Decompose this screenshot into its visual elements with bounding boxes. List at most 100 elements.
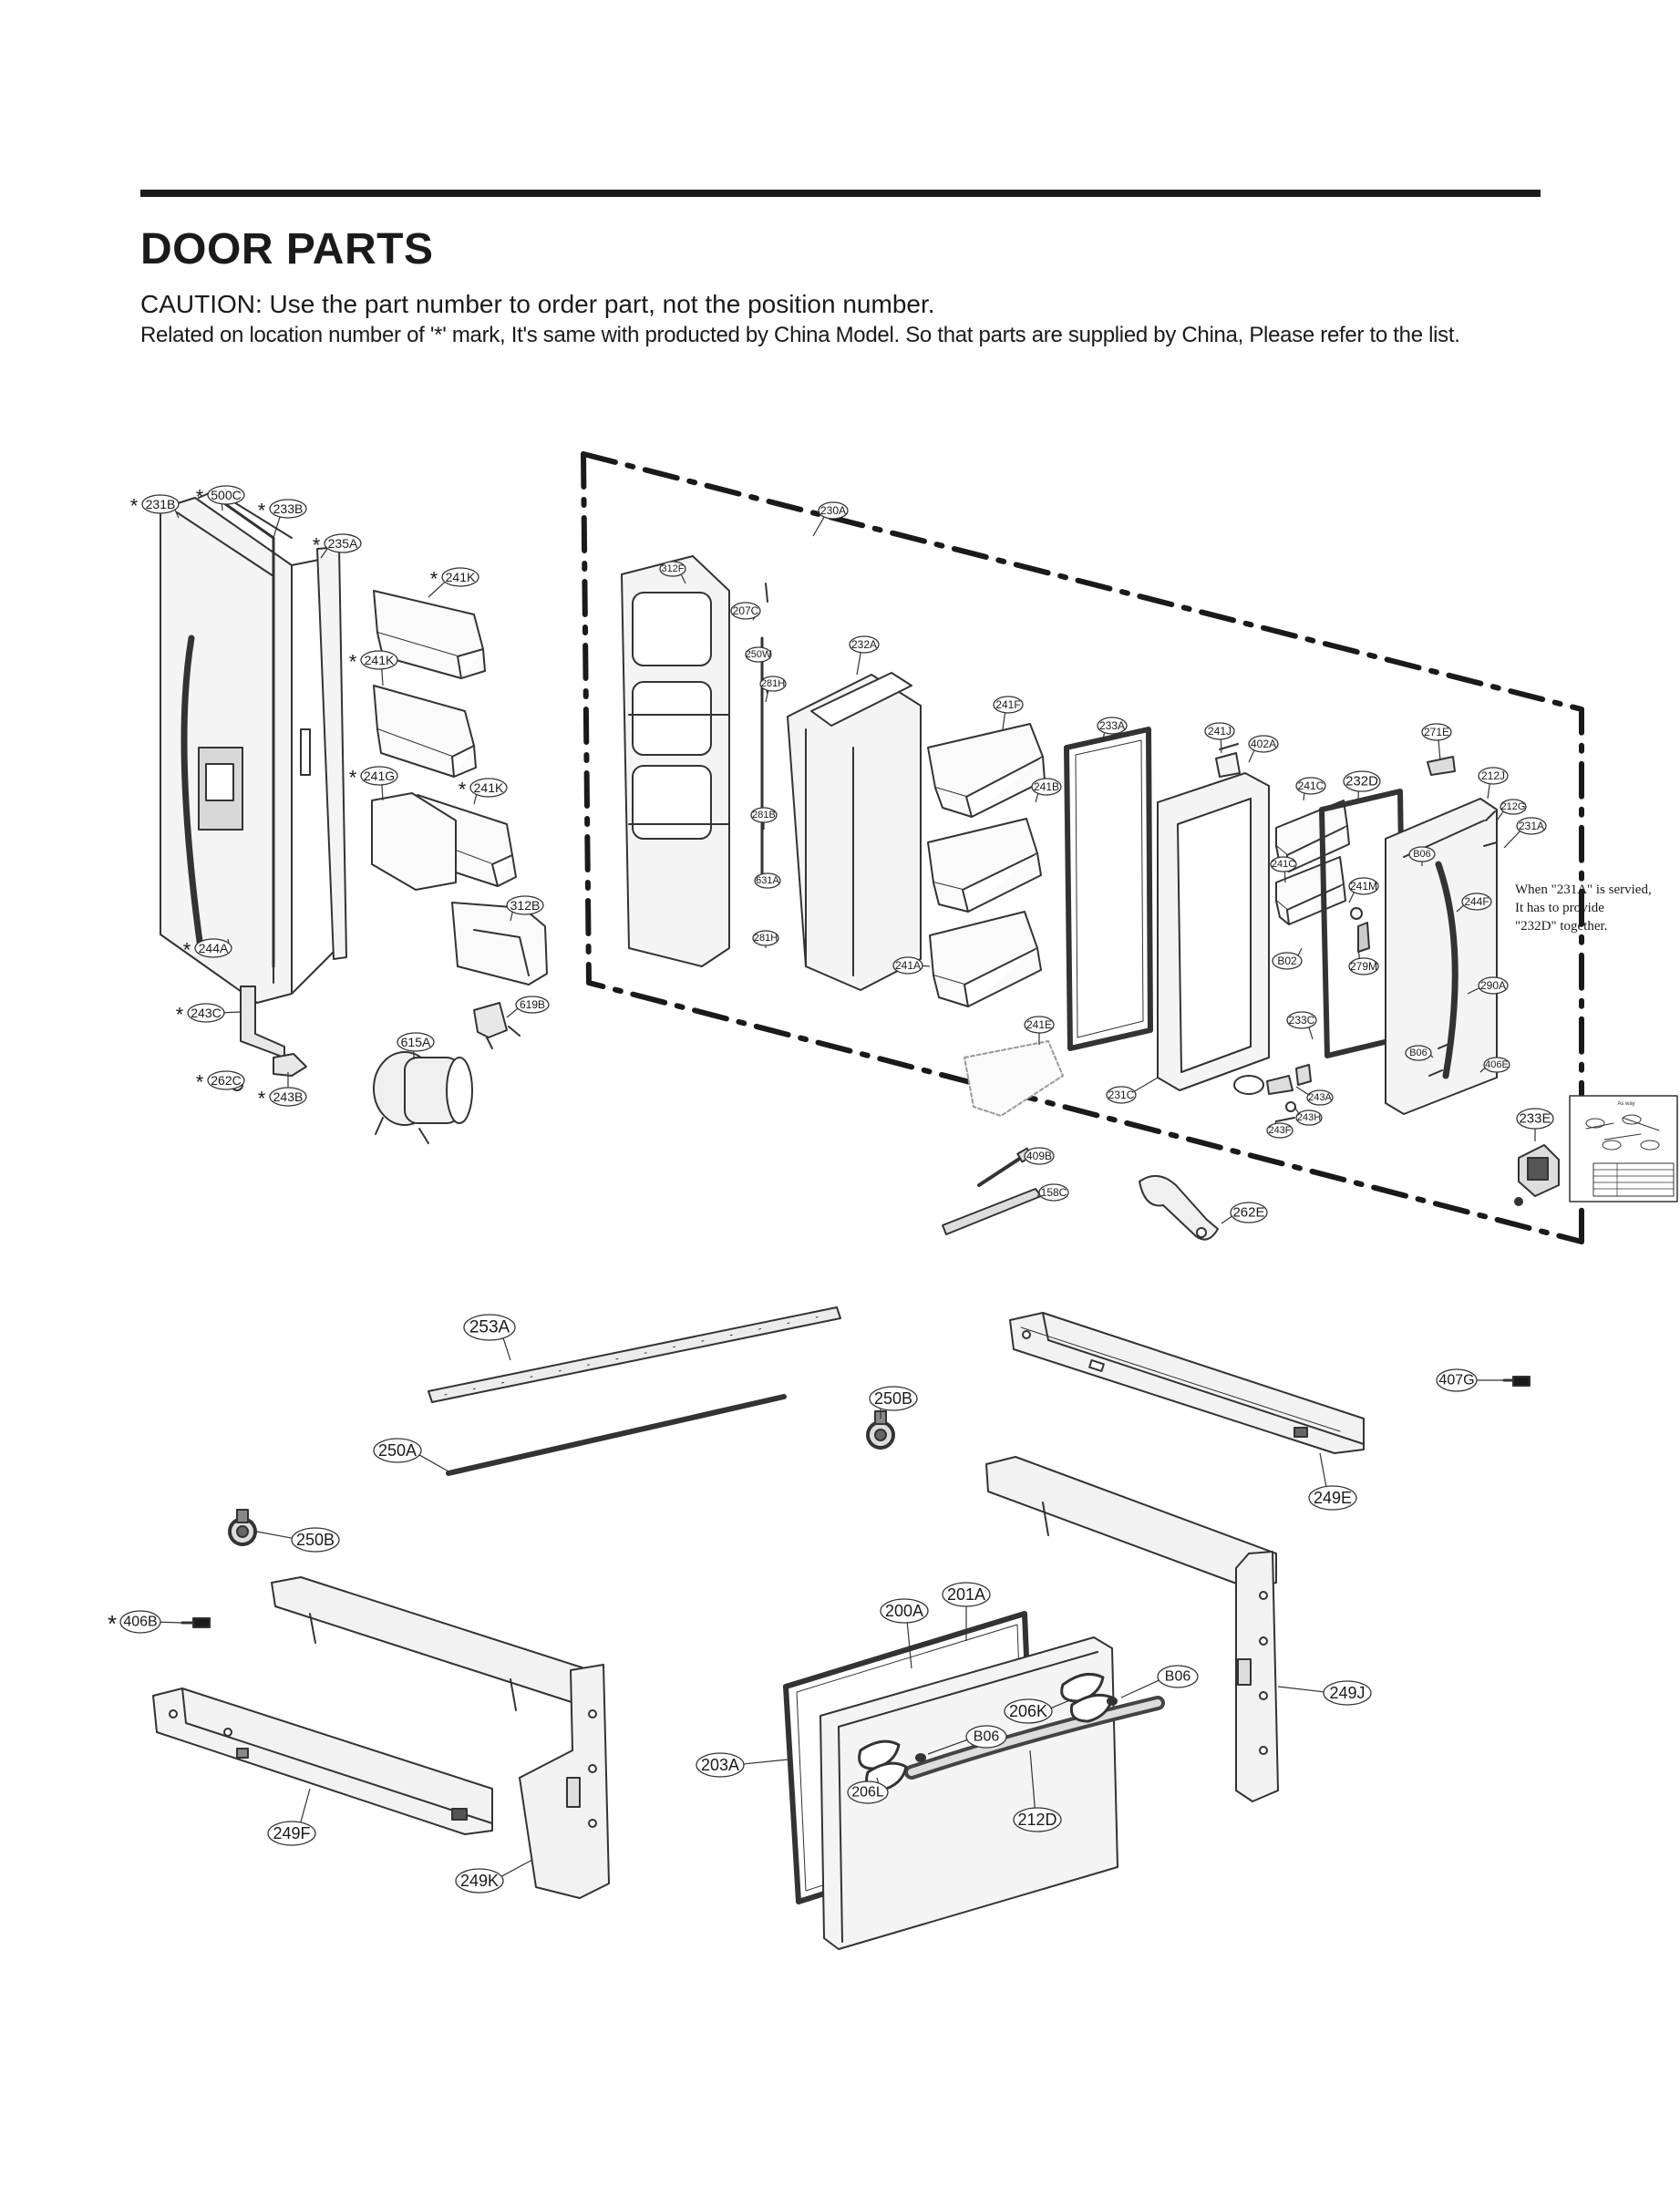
- callout-label: 281B: [752, 810, 776, 820]
- callout-label: B06: [1409, 1048, 1427, 1058]
- callout-label: B06: [1413, 849, 1431, 860]
- callout-balloon: [696, 1752, 745, 1778]
- callout-406b: 406B*: [108, 1610, 161, 1637]
- callout-balloon: [360, 650, 398, 670]
- callout-206k: 206K: [1004, 1698, 1053, 1724]
- callout-label: 231A: [1519, 820, 1544, 832]
- callout-207c: 207C: [730, 602, 761, 620]
- callout-label: 250B: [296, 1531, 335, 1549]
- door-gasket-233A: [1064, 727, 1153, 1051]
- callout-balloon: [119, 1610, 161, 1634]
- china-model-star: *: [196, 1071, 204, 1094]
- leader-line: [1293, 1106, 1300, 1114]
- callout-balloon: [1348, 957, 1379, 975]
- callout-b06: B06: [1408, 846, 1436, 862]
- leader-line: [856, 652, 861, 676]
- callout-label: 233C: [1289, 1014, 1315, 1027]
- callout-label: 500C: [211, 488, 241, 502]
- callout-label: 241G: [364, 769, 395, 783]
- callout-balloon: [847, 1780, 889, 1804]
- callout-balloon: [750, 807, 778, 823]
- callout-balloon: [373, 1438, 422, 1463]
- callout-label: 212D: [1017, 1811, 1056, 1829]
- china-model-star: *: [258, 1088, 266, 1110]
- callout-label: 207C: [733, 604, 759, 617]
- callout-balloon: [1038, 1183, 1069, 1202]
- callout-b06: B06: [965, 1725, 1007, 1749]
- callout-balloon: [1306, 1089, 1334, 1106]
- callout-balloon: [1013, 1807, 1062, 1832]
- leader-line: [922, 965, 931, 967]
- callout-b06: B06: [1405, 1045, 1432, 1061]
- callout-233a: 233A: [1097, 717, 1128, 735]
- callout-label: 241F: [995, 698, 1020, 711]
- callout-balloon: [1270, 856, 1297, 872]
- callout-243h: 243H: [1295, 1109, 1323, 1126]
- leader-line: [273, 516, 281, 539]
- leader-line: [473, 794, 478, 805]
- callout-balloon: [194, 938, 232, 958]
- leader-line: [1479, 1067, 1486, 1073]
- china-model-star: *: [258, 500, 266, 522]
- china-model-star: *: [349, 651, 357, 674]
- leader-line: [743, 1759, 788, 1765]
- callout-balloon: [360, 766, 398, 786]
- callout-label: 312F: [661, 563, 684, 574]
- leader-line: [1221, 1215, 1232, 1224]
- callout-balloon: [1516, 817, 1547, 835]
- callout-label: 212G: [1501, 801, 1526, 812]
- callout-label: 249J: [1329, 1684, 1365, 1702]
- callout-232a: 232A: [849, 635, 880, 654]
- page-title: DOOR PARTS: [140, 225, 434, 274]
- callout-balloon: [469, 778, 508, 798]
- callout-balloon: [269, 1087, 307, 1107]
- track-bar-253A: [428, 1306, 841, 1403]
- callout-balloon: [1478, 767, 1509, 785]
- callout-230a: 230A: [818, 501, 849, 520]
- leader-line: [812, 516, 825, 537]
- leader-line: [1487, 783, 1490, 800]
- callout-290a: 290A: [1478, 976, 1509, 995]
- service-note-line-3: "232D" together.: [1515, 919, 1607, 934]
- gear-250B-right: [866, 1410, 895, 1450]
- callout-281h: 281H: [752, 930, 779, 946]
- leader-line: [765, 690, 769, 703]
- callout-407g: 407G: [1436, 1368, 1478, 1392]
- caution-text: CAUTION: Use the part number to order pa…: [140, 290, 935, 318]
- bracket-249J: [985, 1456, 1279, 1802]
- leader-line: [876, 1777, 880, 1783]
- leader-line: [1035, 793, 1039, 803]
- outer-door-231A: [1350, 798, 1498, 1115]
- callout-balloon: [324, 533, 362, 553]
- callout-253a: 253A: [463, 1314, 516, 1341]
- leader-line: [300, 1788, 311, 1823]
- callout-label: 241C: [1272, 859, 1295, 870]
- leader-line: [1277, 1686, 1324, 1693]
- callout-label: 281H: [761, 678, 785, 689]
- loose-small-parts: [942, 1147, 1219, 1241]
- callout-balloon: [754, 872, 781, 889]
- callout-balloon: [1408, 846, 1436, 862]
- callout-label: 232A: [851, 638, 877, 651]
- callout-label: 243F: [1268, 1125, 1291, 1136]
- callout-balloon: [745, 646, 772, 663]
- callout-balloon: [849, 635, 880, 654]
- callout-balloon: [455, 1868, 504, 1894]
- leader-line: [500, 1859, 533, 1877]
- leader-line: [223, 1011, 242, 1014]
- leader-line: [256, 1531, 293, 1539]
- callout-balloon: [892, 956, 923, 975]
- callout-406e: 406E: [1483, 1057, 1510, 1073]
- leader-line: [1134, 1077, 1159, 1092]
- callout-label: 235A: [328, 536, 358, 551]
- callout-271e: 271E: [1421, 723, 1452, 741]
- callout-312b: 312B: [506, 895, 544, 915]
- callout-balloon: [141, 494, 180, 514]
- leader-line: [1120, 1679, 1160, 1698]
- callout-label: 290A: [1480, 979, 1506, 992]
- leader-line: [906, 1622, 912, 1669]
- callout-balloon: [818, 501, 849, 520]
- callout-label: 158C: [1041, 1186, 1067, 1199]
- callout-241a: 241A: [892, 956, 923, 975]
- china-model-star: *: [130, 495, 139, 518]
